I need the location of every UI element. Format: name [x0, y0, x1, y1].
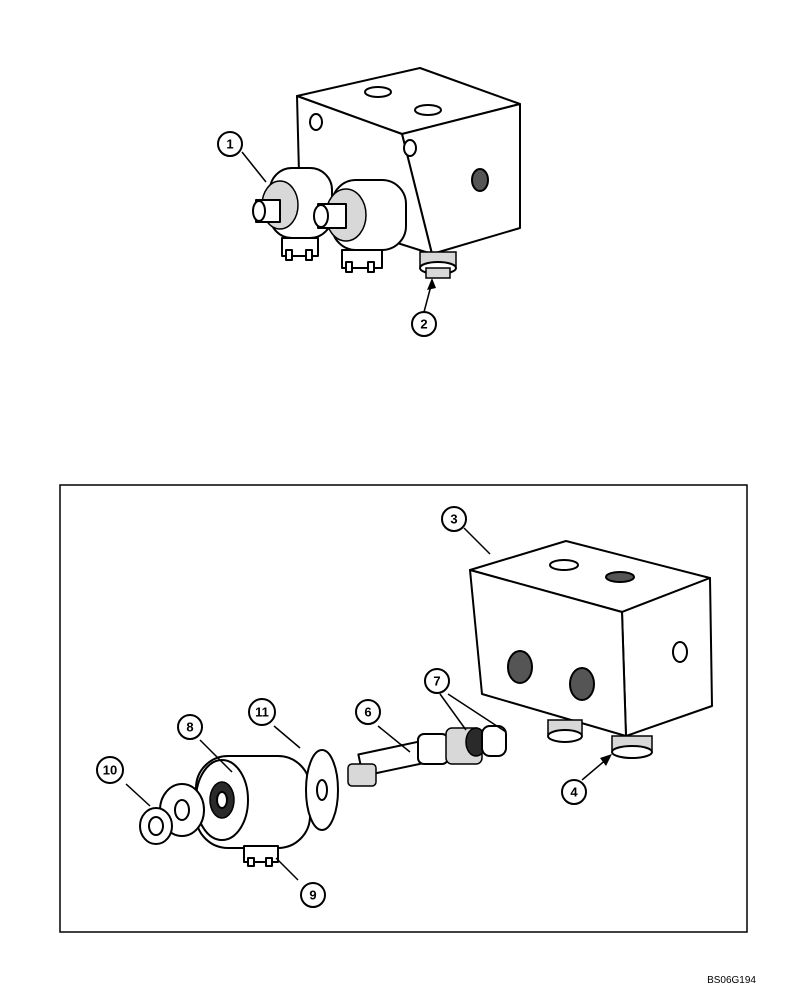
svg-text:4: 4	[570, 785, 578, 800]
callout-11: 11	[248, 698, 276, 726]
assembled-valve	[241, 67, 521, 313]
detail-view-frame	[59, 484, 748, 933]
callout-1: 1	[217, 131, 243, 157]
callout-2: 2	[411, 311, 437, 337]
callout-8: 8	[177, 714, 203, 740]
svg-text:10: 10	[103, 763, 117, 778]
bottom-fittings	[547, 719, 653, 759]
callout-6: 6	[355, 699, 381, 725]
callout-9: 9	[300, 882, 326, 908]
solenoid-coil	[195, 755, 311, 867]
svg-text:6: 6	[364, 705, 371, 720]
cartridge-valve	[347, 725, 507, 787]
nut-and-washer	[139, 783, 205, 845]
figure-code: BS06G194	[707, 975, 756, 986]
callout-4: 4	[561, 779, 587, 805]
svg-text:2: 2	[420, 317, 427, 332]
solenoid-coil-assembled-2	[313, 179, 407, 273]
bottom-fitting-assembled	[419, 251, 457, 279]
svg-text:3: 3	[450, 512, 457, 527]
exploded-valve	[125, 527, 713, 881]
svg-text:9: 9	[309, 888, 316, 903]
svg-text:11: 11	[255, 705, 269, 720]
valve-block	[469, 540, 713, 737]
svg-text:7: 7	[433, 674, 440, 689]
callout-10: 10	[96, 756, 124, 784]
svg-text:8: 8	[186, 720, 193, 735]
callout-7: 7	[424, 668, 450, 694]
callout-3: 3	[441, 506, 467, 532]
svg-text:1: 1	[226, 137, 233, 152]
